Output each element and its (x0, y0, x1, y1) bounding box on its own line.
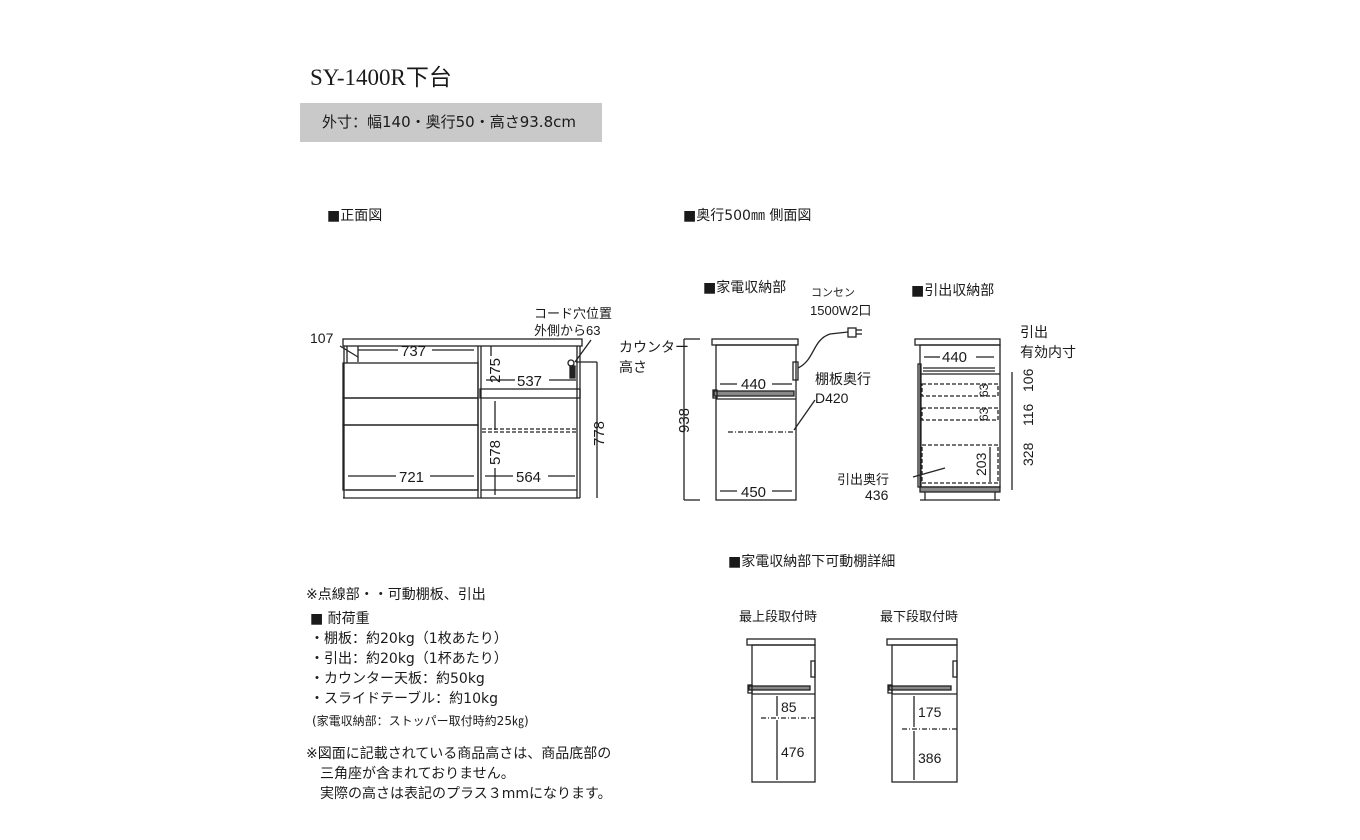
appliance-side-drawing (683, 327, 862, 501)
appliance-section-heading: ■家電収納部 (703, 280, 787, 296)
dim-107: 107 (310, 330, 334, 346)
detail-top-label: 最上段取付時 (739, 610, 818, 625)
dim-938: 938 (676, 408, 693, 433)
dim-778: 778 (591, 421, 608, 446)
stopper-note: (家電収納部：ストッパー取付時約25㎏) (312, 714, 529, 728)
dim-440-appliance: 440 (741, 376, 766, 393)
drawer-side-drawing (912, 338, 1013, 501)
detail-bottom-upper-dim: 175 (918, 704, 942, 720)
dim-450: 450 (741, 484, 766, 501)
side-view-heading: ■奥行500㎜ 側面図 (683, 208, 812, 224)
disclaimer-line: 三角座が含まれておりません。 (306, 766, 515, 782)
drawer-depth-label: 引出奥行 (837, 472, 889, 487)
dim-203: 203 (973, 452, 989, 476)
counter-height-label: カウンター (619, 339, 689, 355)
load-item: ・カウンター天板：約50kg (310, 671, 485, 687)
dim-328: 328 (1020, 442, 1036, 466)
dim-537: 537 (517, 373, 542, 390)
load-item: ・棚板：約20kg（1枚あたり） (310, 631, 508, 647)
effective-dim-label: 引出 (1020, 324, 1048, 340)
dim-116: 116 (1020, 403, 1036, 426)
detail-bottom-label: 最下段取付時 (880, 610, 959, 625)
detail-top-lower-dim: 476 (781, 744, 805, 760)
dim-578: 578 (487, 440, 504, 465)
load-item: ・引出：約20kg（1杯あたり） (310, 651, 508, 667)
spec-banner: 外寸：幅140・奥行50・高さ93.8cm (300, 103, 602, 142)
disclaimer-line: ※図面に記載されている商品高さは、商品底部の (306, 746, 612, 762)
drawer-depth-value: 436 (865, 487, 889, 503)
dim-564: 564 (516, 469, 541, 486)
disclaimer-line: 実際の高さは表記のプラス３mmになります。 (306, 786, 612, 802)
load-heading: ■ 耐荷重 (310, 611, 370, 627)
dim-721: 721 (399, 469, 424, 486)
detail-bottom-lower-dim: 386 (918, 750, 942, 766)
outlet-label: コンセン (811, 286, 855, 299)
drawer-section-heading: ■引出収納部 (911, 283, 995, 299)
cord-hole-label: コード穴位置 (534, 306, 612, 321)
outlet-spec: 1500W2口 (810, 303, 871, 318)
front-view-drawing (339, 338, 598, 499)
cord-hole-label: 外側から63 (534, 323, 600, 338)
load-item: ・スライドテーブル：約10kg (310, 691, 498, 707)
dim-275: 275 (487, 358, 504, 383)
effective-dim-label: 有効内寸 (1020, 344, 1076, 360)
front-view-heading: ■正面図 (327, 208, 383, 224)
dim-63: 63 (977, 407, 991, 421)
shelf-depth-label: 棚板奥行 (815, 371, 871, 387)
detail-top-drawing (746, 638, 816, 783)
counter-height-label: 高さ (619, 359, 647, 375)
product-title: SY-1400R下台 (310, 65, 452, 90)
dim-106: 106 (1020, 368, 1036, 392)
dim-440-drawer: 440 (942, 349, 967, 366)
dotted-note: ※点線部・・可動棚板、引出 (306, 587, 486, 603)
shelf-depth-value: D420 (815, 390, 849, 406)
dim-63: 63 (977, 383, 991, 397)
detail-heading: ■家電収納部下可動棚詳細 (728, 554, 896, 570)
detail-bottom-drawing (886, 638, 958, 783)
detail-top-upper-dim: 85 (781, 699, 797, 715)
dim-737: 737 (401, 343, 426, 360)
